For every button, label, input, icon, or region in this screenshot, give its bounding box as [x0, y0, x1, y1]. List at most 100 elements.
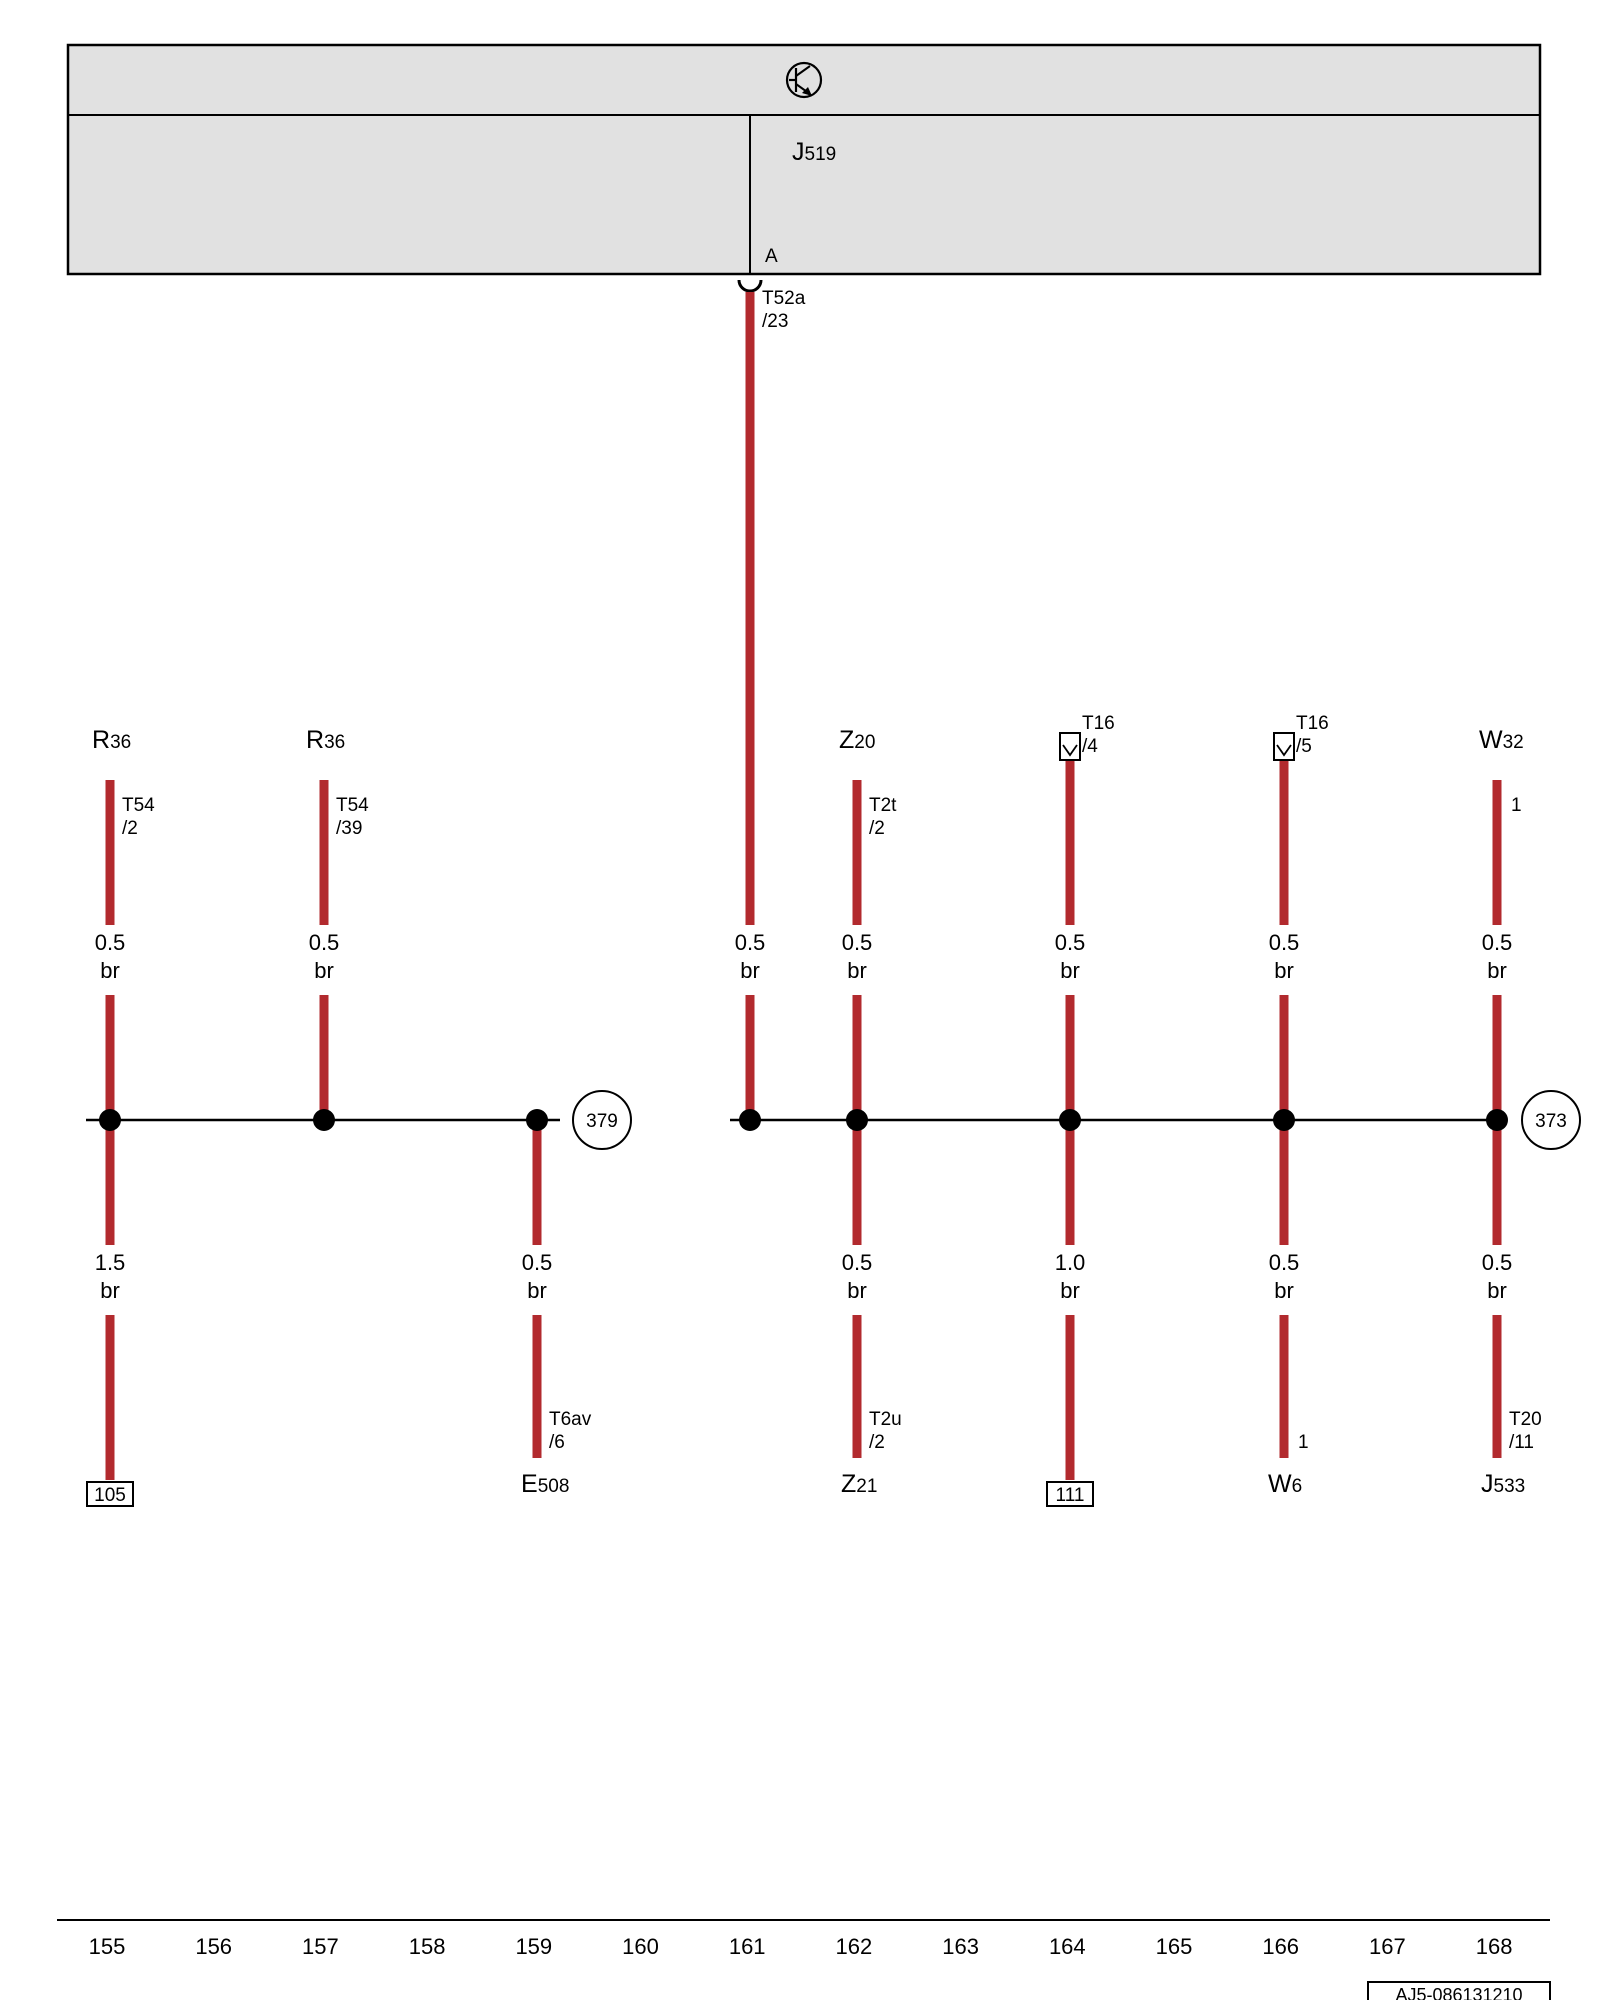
wire-color-label: br [1487, 1278, 1507, 1303]
top-pin-number: 1 [1511, 795, 1522, 816]
grid-number: 161 [729, 1934, 766, 1959]
bottom-component-label: E508 [521, 1470, 569, 1498]
wire-column-1[interactable] [313, 780, 335, 1131]
wire-size-label: 1.5 [95, 1250, 126, 1275]
grid-number: 165 [1156, 1934, 1193, 1959]
top-pin-number: /39 [336, 818, 362, 839]
module-connector-pin[interactable]: T52a /23 [737, 279, 806, 332]
top-pin-connector: T2t [869, 795, 897, 816]
wire-color-label: br [1060, 1278, 1080, 1303]
top-pin-connector: T54 [122, 795, 155, 816]
wire-color-label: br [527, 1278, 547, 1303]
bottom-component-label-letter: J [1481, 1470, 1494, 1498]
control-module-j519[interactable]: J519 A [66, 43, 1542, 276]
splice-label: 379 [586, 1111, 618, 1132]
bottom-component-label-number: 6 [1292, 1476, 1303, 1497]
top-pin-number: /2 [869, 818, 885, 839]
bottom-pin-number: 1 [1298, 1432, 1309, 1453]
module-pin-connector: T52a [762, 288, 806, 309]
wire-color-label: br [1060, 958, 1080, 983]
top-component-label-number: 36 [324, 732, 345, 753]
top-component-label: R36 [306, 726, 345, 754]
wire-column-7[interactable] [1486, 780, 1508, 1458]
connector-housing-box [1273, 732, 1295, 761]
bottom-component-label-letter: Z [841, 1470, 856, 1498]
wire-column-3[interactable] [739, 292, 761, 1131]
wire-color-label: br [100, 1278, 120, 1303]
connector-housing-icon [1273, 732, 1295, 761]
module-name-letter: J [792, 138, 805, 166]
splice-373[interactable]: 373 [1521, 1090, 1581, 1150]
splice-379[interactable]: 379 [572, 1090, 632, 1150]
page-reference-label: 111 [1056, 1485, 1085, 1506]
wire-size-label: 0.5 [522, 1250, 553, 1275]
wire-color-label: br [1274, 1278, 1294, 1303]
top-pin-connector: T16 [1296, 713, 1329, 734]
connector-housing-mark [1062, 744, 1078, 757]
grid-number: 158 [409, 1934, 446, 1959]
splice-label: 373 [1535, 1111, 1567, 1132]
wire-size-label: 0.5 [95, 930, 126, 955]
bottom-component-label-letter: W [1268, 1470, 1292, 1498]
top-component-label: Z20 [839, 726, 875, 754]
connector-housing-icon [1059, 732, 1081, 761]
wire-size-label: 0.5 [1482, 1250, 1513, 1275]
page-reference-label: 105 [94, 1485, 126, 1506]
grid-number: 166 [1262, 1934, 1299, 1959]
top-pin-number: /4 [1082, 736, 1098, 757]
top-component-label-letter: R [92, 726, 110, 754]
wire-column-6[interactable] [1273, 760, 1295, 1458]
grid-number: 156 [195, 1934, 232, 1959]
grid-number: 162 [836, 1934, 873, 1959]
wire-color-label: br [847, 958, 867, 983]
transistor-symbol-icon [785, 61, 823, 99]
top-pin-number: /5 [1296, 736, 1312, 757]
wire-column-2[interactable] [526, 1109, 548, 1458]
module-name-number: 519 [805, 144, 837, 165]
wire-labels: 0.5br1.5brR36T54/21050.5brR36T54/390.5br… [86, 713, 1542, 1507]
wire-size-label: 0.5 [1055, 930, 1086, 955]
wire-color-label: br [847, 1278, 867, 1303]
top-component-label-letter: W [1479, 726, 1503, 754]
bottom-component-label-number: 21 [856, 1476, 877, 1497]
wire-column-4[interactable] [846, 780, 868, 1458]
wire-column-0[interactable] [99, 780, 121, 1480]
module-name: J519 [792, 138, 836, 166]
bottom-pin-connector: T6av [549, 1409, 592, 1430]
bottom-component-label: W6 [1268, 1470, 1302, 1498]
grid-number: 155 [89, 1934, 126, 1959]
grid-number: 163 [942, 1934, 979, 1959]
bottom-pin-number: /2 [869, 1432, 885, 1453]
top-component-label-number: 36 [110, 732, 131, 753]
doc-reference: AJ5-086131210 [1395, 1985, 1522, 2000]
page-reference-box[interactable]: 105 [86, 1481, 134, 1507]
page-reference-box[interactable]: 111 [1046, 1481, 1094, 1507]
top-component-label-number: 20 [854, 732, 875, 753]
bottom-component-label-number: 508 [538, 1476, 570, 1497]
wire-size-label: 0.5 [1269, 930, 1300, 955]
splice-circle [1521, 1090, 1581, 1150]
connector-housing-mark [1276, 744, 1292, 757]
bottom-pin-connector: T20 [1509, 1409, 1542, 1430]
bottom-component-label: Z21 [841, 1470, 877, 1498]
wire-color-label: br [1274, 958, 1294, 983]
wire-color-label: br [1487, 958, 1507, 983]
top-component-label-number: 32 [1503, 732, 1524, 753]
grid-number: 160 [622, 1934, 659, 1959]
top-pin-number: /2 [122, 818, 138, 839]
splice-circle [572, 1090, 632, 1150]
module-pin-number: /23 [762, 311, 788, 332]
wire-size-label: 0.5 [842, 930, 873, 955]
top-component-label-letter: R [306, 726, 324, 754]
wire-size-label: 0.5 [1269, 1250, 1300, 1275]
page-reference-frame [1046, 1481, 1094, 1507]
top-component-label-letter: Z [839, 726, 854, 754]
grid-number: 167 [1369, 1934, 1406, 1959]
wire-size-label: 0.5 [735, 930, 766, 955]
wire-color-label: br [100, 958, 120, 983]
top-component-label: R36 [92, 726, 131, 754]
grid-number: 157 [302, 1934, 339, 1959]
wire-size-label: 0.5 [1482, 930, 1513, 955]
